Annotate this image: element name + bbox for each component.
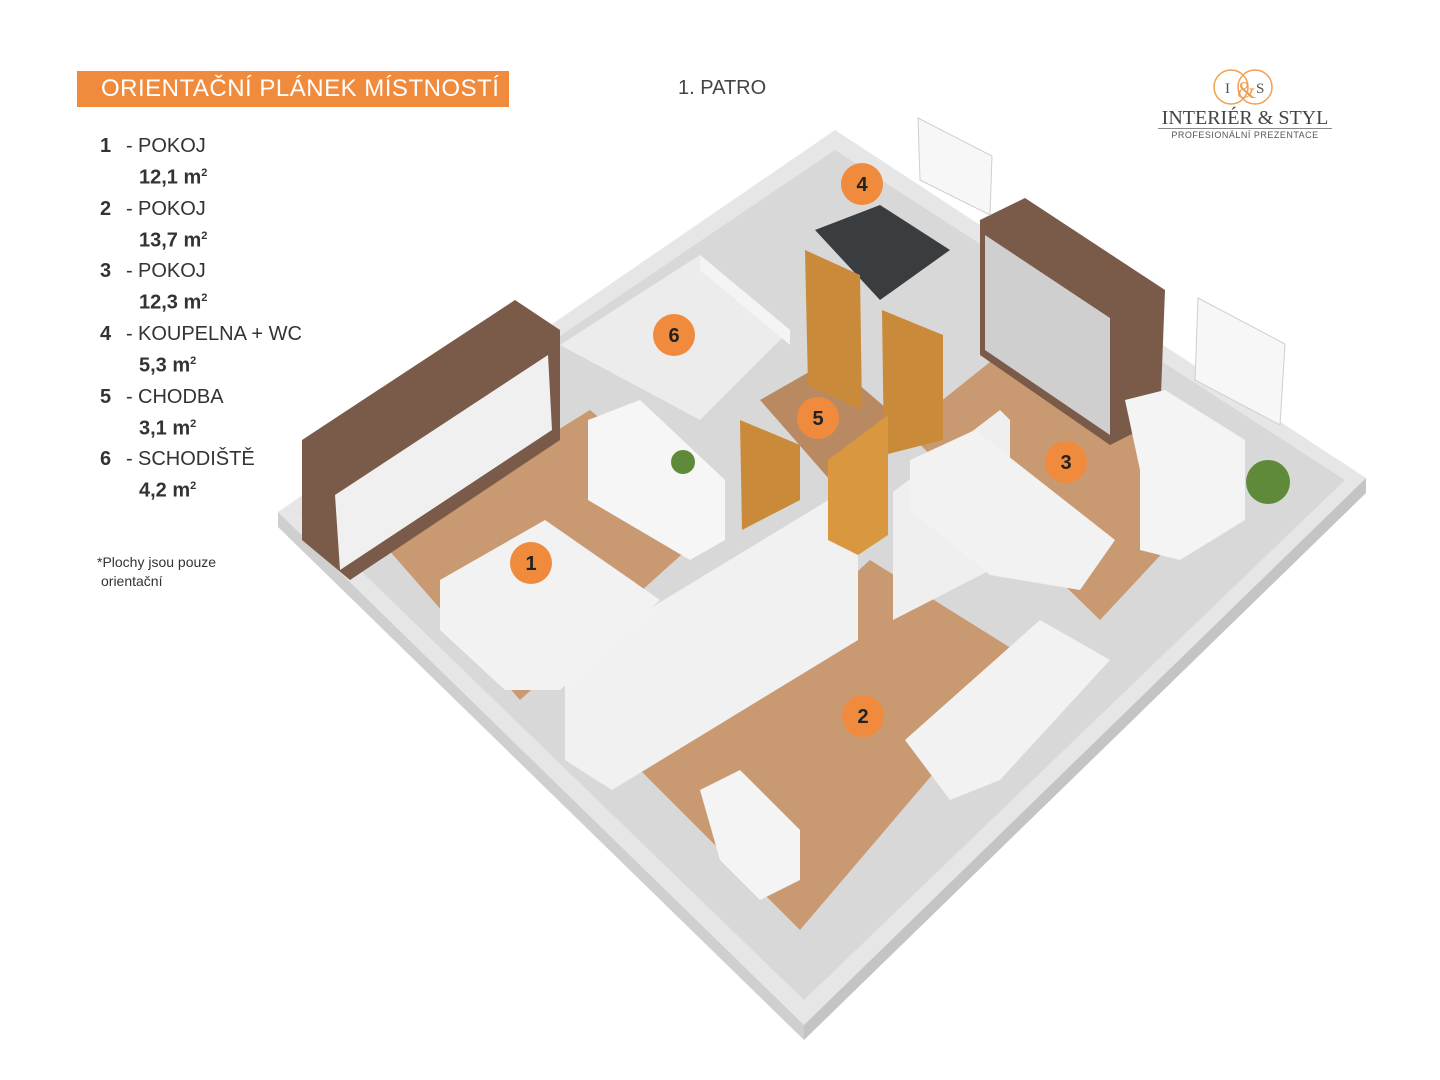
- legend-item: 6-SCHODIŠTĚ 4,2 m2: [100, 446, 360, 505]
- room-marker-5: 5: [797, 397, 839, 439]
- interior-wall: [700, 255, 790, 345]
- legend-room-name: POKOJ: [138, 135, 206, 157]
- marker-label: 6: [668, 325, 679, 347]
- title-banner: ORIENTAČNÍ PLÁNEK MÍSTNOSTÍ: [77, 71, 509, 107]
- legend-dash: -: [126, 322, 133, 345]
- note-line: *Plochy jsou pouze: [97, 554, 217, 570]
- bed-room-1: [440, 520, 660, 690]
- legend-item: 4-KOUPELNA + WC 5,3 m2: [100, 321, 360, 380]
- marker-label: 1: [525, 553, 536, 575]
- window: [917, 117, 993, 216]
- logo-monogram-right: S: [1256, 81, 1264, 97]
- room-marker-4: 4: [841, 163, 883, 205]
- plant: [1246, 460, 1290, 504]
- legend-room-area: 12,1 m2: [139, 166, 208, 189]
- room-legend: 1-POKOJ 12,1 m2 2-POKOJ 13,7 m2 3-POKOJ …: [100, 133, 360, 509]
- logo-monogram-left: I: [1225, 81, 1230, 97]
- disclaimer-note: *Plochy jsou pouze orientační: [97, 553, 257, 591]
- plan-base-edge: [278, 512, 804, 1040]
- legend-room-area: 3,1 m2: [139, 417, 197, 440]
- wardrobe-room-1-front: [335, 355, 552, 570]
- desk-room-3: [1125, 390, 1245, 560]
- legend-room-name: CHODBA: [138, 385, 224, 408]
- legend-item: 5-CHODBA 3,1 m2: [100, 384, 360, 443]
- marker-label: 5: [812, 408, 823, 430]
- room-4-floor: [815, 205, 950, 300]
- legend-room-area: 5,3 m2: [139, 354, 197, 377]
- legend-dash: -: [126, 197, 133, 220]
- plan-base-edge: [804, 478, 1366, 1040]
- door: [828, 415, 888, 555]
- logo-name: INTERIÉR & STYL: [1161, 107, 1329, 129]
- door: [805, 250, 862, 410]
- company-logo: I & S INTERIÉR & STYL PROFESIONÁLNÍ PREZ…: [1150, 68, 1340, 148]
- cabinet-stair: [588, 400, 725, 560]
- marker-label: 4: [856, 174, 868, 196]
- logo-divider: [1158, 128, 1332, 129]
- legend-number: 2: [100, 197, 112, 220]
- marker-label: 3: [1060, 452, 1071, 474]
- legend-dash: -: [126, 260, 133, 283]
- legend-number: 1: [100, 135, 112, 157]
- legend-number: 5: [100, 385, 112, 408]
- bed-room-3: [910, 430, 1115, 590]
- legend-item: 2-POKOJ 13,7 m2: [100, 196, 360, 255]
- wardrobe-room-3-front: [985, 235, 1110, 435]
- page-title: ORIENTAČNÍ PLÁNEK MÍSTNOSTÍ: [101, 75, 500, 102]
- window: [1194, 297, 1286, 426]
- legend-number: 6: [100, 448, 112, 471]
- legend-dash: -: [126, 448, 133, 471]
- room-marker-6: 6: [653, 314, 695, 356]
- legend-number: 4: [100, 322, 112, 345]
- note-line: orientační: [101, 573, 163, 589]
- legend-room-name: SCHODIŠTĚ: [138, 448, 255, 471]
- logo-tagline: PROFESIONÁLNÍ PREZENTACE: [1171, 130, 1319, 140]
- legend-room-area: 4,2 m2: [139, 479, 197, 502]
- floor-label: 1. PATRO: [678, 77, 767, 99]
- legend-room-name: POKOJ: [138, 260, 206, 283]
- legend-room-name: POKOJ: [138, 197, 206, 220]
- bed-room-2: [905, 620, 1110, 800]
- legend-item: 1-POKOJ 12,1 m2: [100, 133, 360, 192]
- room-marker-2: 2: [842, 695, 884, 737]
- legend-item: 3-POKOJ 12,3 m2: [100, 258, 360, 317]
- door: [740, 420, 800, 530]
- logo-monogram-icon: I & S: [1213, 69, 1273, 105]
- desk-room-2: [700, 770, 800, 900]
- logo-monogram-middle: &: [1237, 78, 1256, 104]
- legend-dash: -: [126, 135, 133, 157]
- legend-room-name: KOUPELNA + WC: [138, 322, 302, 345]
- legend-number: 3: [100, 260, 112, 283]
- door: [882, 310, 943, 455]
- interior-wall: [565, 490, 858, 790]
- room-marker-1: 1: [510, 542, 552, 584]
- marker-label: 2: [857, 706, 868, 728]
- legend-room-area: 13,7 m2: [139, 229, 208, 252]
- plant: [671, 450, 695, 474]
- room-marker-3: 3: [1045, 441, 1087, 483]
- legend-room-area: 12,3 m2: [139, 291, 208, 314]
- legend-dash: -: [126, 385, 133, 408]
